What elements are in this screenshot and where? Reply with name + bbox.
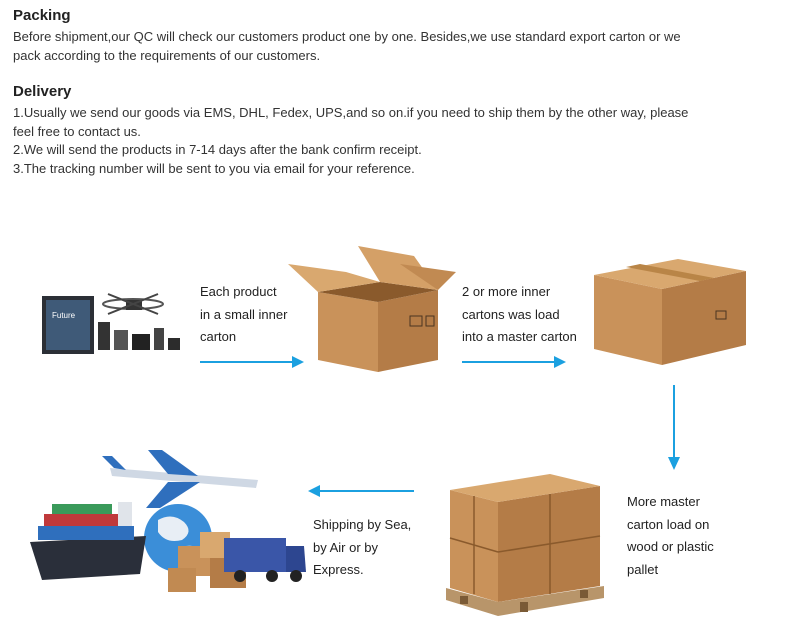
- packing-title: Packing: [13, 7, 71, 24]
- packing-line: pack according to the requirements of ou…: [13, 47, 321, 63]
- delivery-line: 1.Usually we send our goods via EMS, DHL…: [13, 105, 689, 120]
- arrow-right-icon: [462, 356, 566, 368]
- delivery-line: 2.We will send the products in 7-14 days…: [13, 142, 422, 157]
- shipping-methods-image: [30, 450, 306, 592]
- delivery-line: feel free to contact us.: [13, 123, 141, 139]
- step2-line: cartons was load: [462, 306, 560, 322]
- step3-line: pallet: [627, 561, 659, 577]
- packing-line: Before shipment,our QC will check our cu…: [13, 29, 681, 44]
- delivery-title: Delivery: [13, 83, 72, 100]
- step1-line: carton: [200, 329, 237, 344]
- airplane-icon: [102, 450, 258, 508]
- cargo-ship-icon: [30, 502, 146, 580]
- arrow-right-icon: [200, 356, 304, 368]
- step3-line: carton load on: [627, 516, 710, 532]
- step4-caption: Shipping by Sea, by Air or by Express.: [313, 514, 411, 582]
- step4-line: Express.: [313, 562, 364, 577]
- svg-text:Future: Future: [52, 311, 76, 320]
- step3-caption: More master carton load on wood or plast…: [627, 491, 714, 581]
- step2-caption: 2 or more inner cartons was load into a …: [462, 281, 577, 349]
- pallet-cartons-image: [446, 474, 604, 616]
- step3-line: wood or plastic: [627, 539, 714, 554]
- packing-text: Before shipment,our QC will check our cu…: [13, 28, 783, 65]
- delivery-text: 1.Usually we send our goods via EMS, DHL…: [13, 104, 783, 178]
- truck-icon: [224, 538, 306, 582]
- master-carton-image: [594, 259, 746, 365]
- step1-caption: Each product in a small inner carton: [200, 281, 287, 349]
- product-package-image: Future: [42, 293, 180, 354]
- arrow-left-icon: [308, 485, 414, 497]
- step2-line: 2 or more inner: [462, 284, 551, 299]
- open-carton-image: [288, 246, 456, 372]
- step4-line: by Air or by: [313, 539, 379, 555]
- delivery-line: 3.The tracking number will be sent to yo…: [13, 160, 415, 176]
- step1-line: Each product: [200, 284, 277, 299]
- step4-line: Shipping by Sea,: [313, 517, 412, 532]
- step1-line: in a small inner: [200, 306, 288, 322]
- step2-line: into a master carton: [462, 329, 577, 344]
- arrow-down-icon: [668, 385, 680, 470]
- step3-line: More master: [627, 494, 700, 509]
